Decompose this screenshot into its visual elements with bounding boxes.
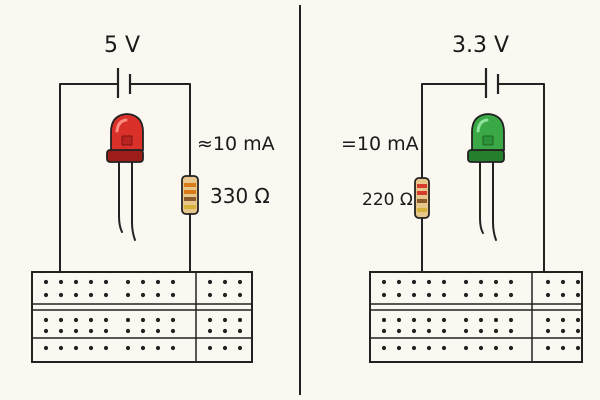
right-led [467, 113, 505, 241]
left-resistor-band-4 [184, 205, 196, 209]
right-resistor-band-2 [417, 191, 427, 195]
left-led-base [106, 149, 144, 163]
right-circuit: 3.3 V =10 mA 220 Ω [341, 33, 583, 363]
left-resistor-band-3 [184, 197, 196, 201]
left-led-highlight [115, 118, 128, 133]
right-breadboard-holes [381, 279, 581, 351]
left-resistor-band-2 [184, 190, 196, 194]
left-current-label: ≈10 mA [197, 133, 275, 155]
left-led [106, 113, 144, 241]
left-breadboard-holes [43, 279, 243, 351]
right-current-label: =10 mA [341, 133, 419, 155]
right-led-base [467, 149, 505, 163]
left-resistor-band-1 [184, 183, 196, 187]
right-resistor-band-4 [417, 208, 427, 212]
left-circuit: 5 V ≈10 mA 330 Ω [31, 33, 275, 363]
right-resistor-band-1 [417, 184, 427, 188]
left-resistor-label: 330 Ω [210, 184, 270, 208]
right-led-inner [482, 135, 494, 146]
right-voltage-label: 3.3 V [452, 33, 509, 58]
left-resistor [181, 167, 199, 221]
left-led-inner [121, 135, 133, 146]
left-voltage-label: 5 V [104, 33, 140, 58]
left-breadboard [31, 271, 253, 363]
right-resistor-label: 220 Ω [362, 190, 413, 210]
right-resistor-band-3 [417, 199, 427, 203]
right-resistor [414, 170, 430, 237]
right-led-highlight [476, 118, 489, 133]
right-breadboard [369, 271, 583, 363]
